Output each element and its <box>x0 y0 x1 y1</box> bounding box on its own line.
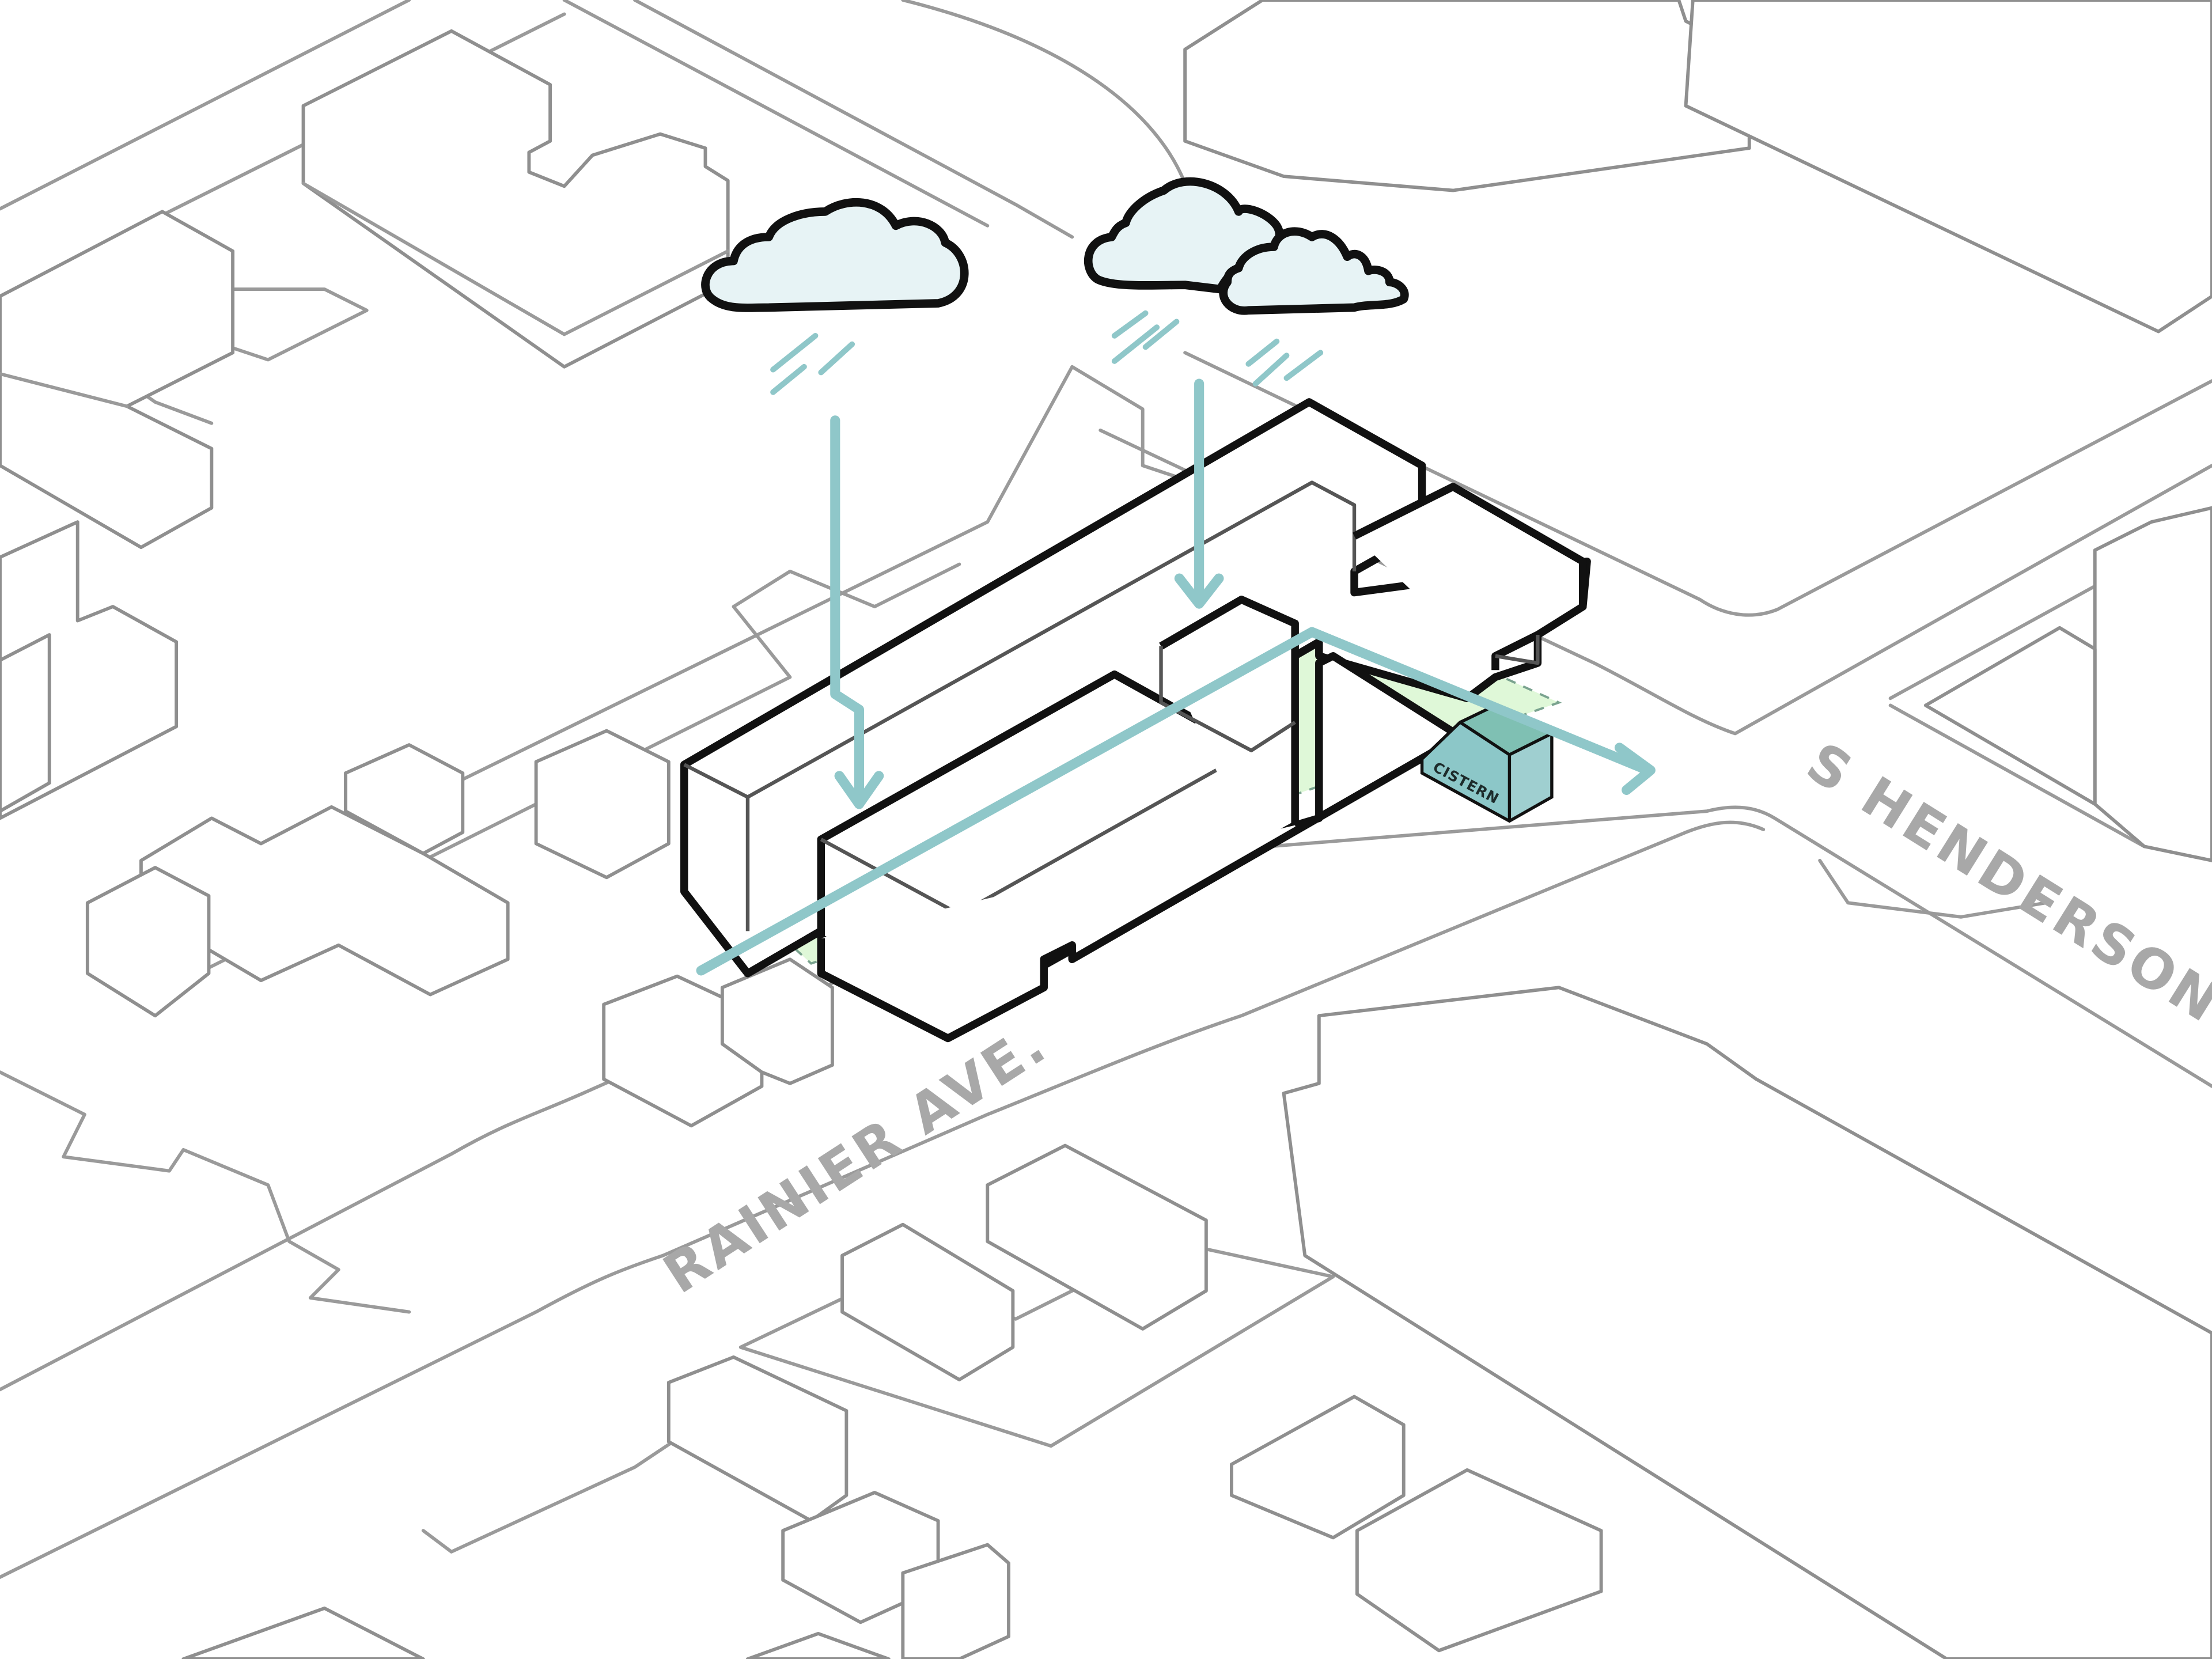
context-building-1-base <box>301 181 730 336</box>
context-building-2 <box>1183 0 1751 192</box>
cistern-side <box>1509 733 1552 821</box>
parcel-line-6 <box>1818 858 2047 919</box>
context-building-1 <box>301 29 730 369</box>
context-building-10 <box>85 866 211 1018</box>
parcel-line-5 <box>421 1437 679 1554</box>
parcel-line-3 <box>0 1070 411 1314</box>
downflow-arrow-left <box>830 415 865 804</box>
context-building-12 <box>720 957 834 1085</box>
context-building-16 <box>2093 506 2212 862</box>
street-north-edge <box>633 0 1074 239</box>
arrow-down-icon <box>834 771 884 809</box>
street-north-curve <box>901 0 1187 185</box>
context-building-7 <box>534 729 671 880</box>
parcel-line-2 <box>167 562 961 990</box>
parcel-line-1 <box>238 365 1272 891</box>
water-flow <box>696 378 1656 976</box>
context-building-18 <box>666 1355 849 1522</box>
context-building-6 <box>0 633 51 813</box>
street-north-edge-b <box>562 0 990 228</box>
cloud-icon <box>701 198 969 312</box>
context-building-4 <box>0 210 235 550</box>
north-bar-top-edge <box>683 480 1357 799</box>
cistern: CISTERN <box>1420 703 1554 823</box>
parcel-line-9 <box>224 287 369 362</box>
henderson-st-edge-north <box>1183 351 2212 617</box>
context-building-21 <box>1230 1395 1406 1540</box>
cistern-front <box>1422 722 1510 821</box>
context-building-15 <box>1282 986 2212 1659</box>
arrow-right-icon <box>1614 743 1656 796</box>
rain-icon <box>1245 338 1324 387</box>
context-building-22 <box>1355 1468 1603 1653</box>
cloud-icon <box>1084 177 1284 294</box>
context-building-17 <box>1923 626 2097 806</box>
context-building-3 <box>1684 0 2212 334</box>
context-building-8 <box>139 805 510 997</box>
context-building-20 <box>901 1543 1010 1659</box>
context-building-9 <box>344 743 465 855</box>
street-northwest-edge-a <box>0 0 411 211</box>
context-building-13 <box>986 1143 1208 1331</box>
weather <box>701 177 1409 395</box>
cistern-top <box>1460 705 1552 755</box>
northeast-wing-edge <box>1495 635 1540 665</box>
collection-flow-line <box>696 627 1653 976</box>
rain-icon <box>770 332 855 395</box>
context-building-24 <box>746 1631 891 1659</box>
cistern-outline <box>1420 703 1554 823</box>
podium-base <box>817 652 1464 1043</box>
context-building-14 <box>840 1222 1015 1382</box>
context-building-23 <box>181 1606 425 1659</box>
cloud-icon <box>1219 227 1409 315</box>
rain-icon <box>1111 310 1180 364</box>
henderson-st-edge-south <box>1099 429 2212 736</box>
context-building-4-line <box>0 372 129 408</box>
arrow-down-icon <box>1174 573 1224 609</box>
middle-block-inner <box>1159 646 1296 753</box>
rainier-ave-edge-south <box>0 820 1766 1579</box>
project-buildings <box>680 398 1591 1043</box>
